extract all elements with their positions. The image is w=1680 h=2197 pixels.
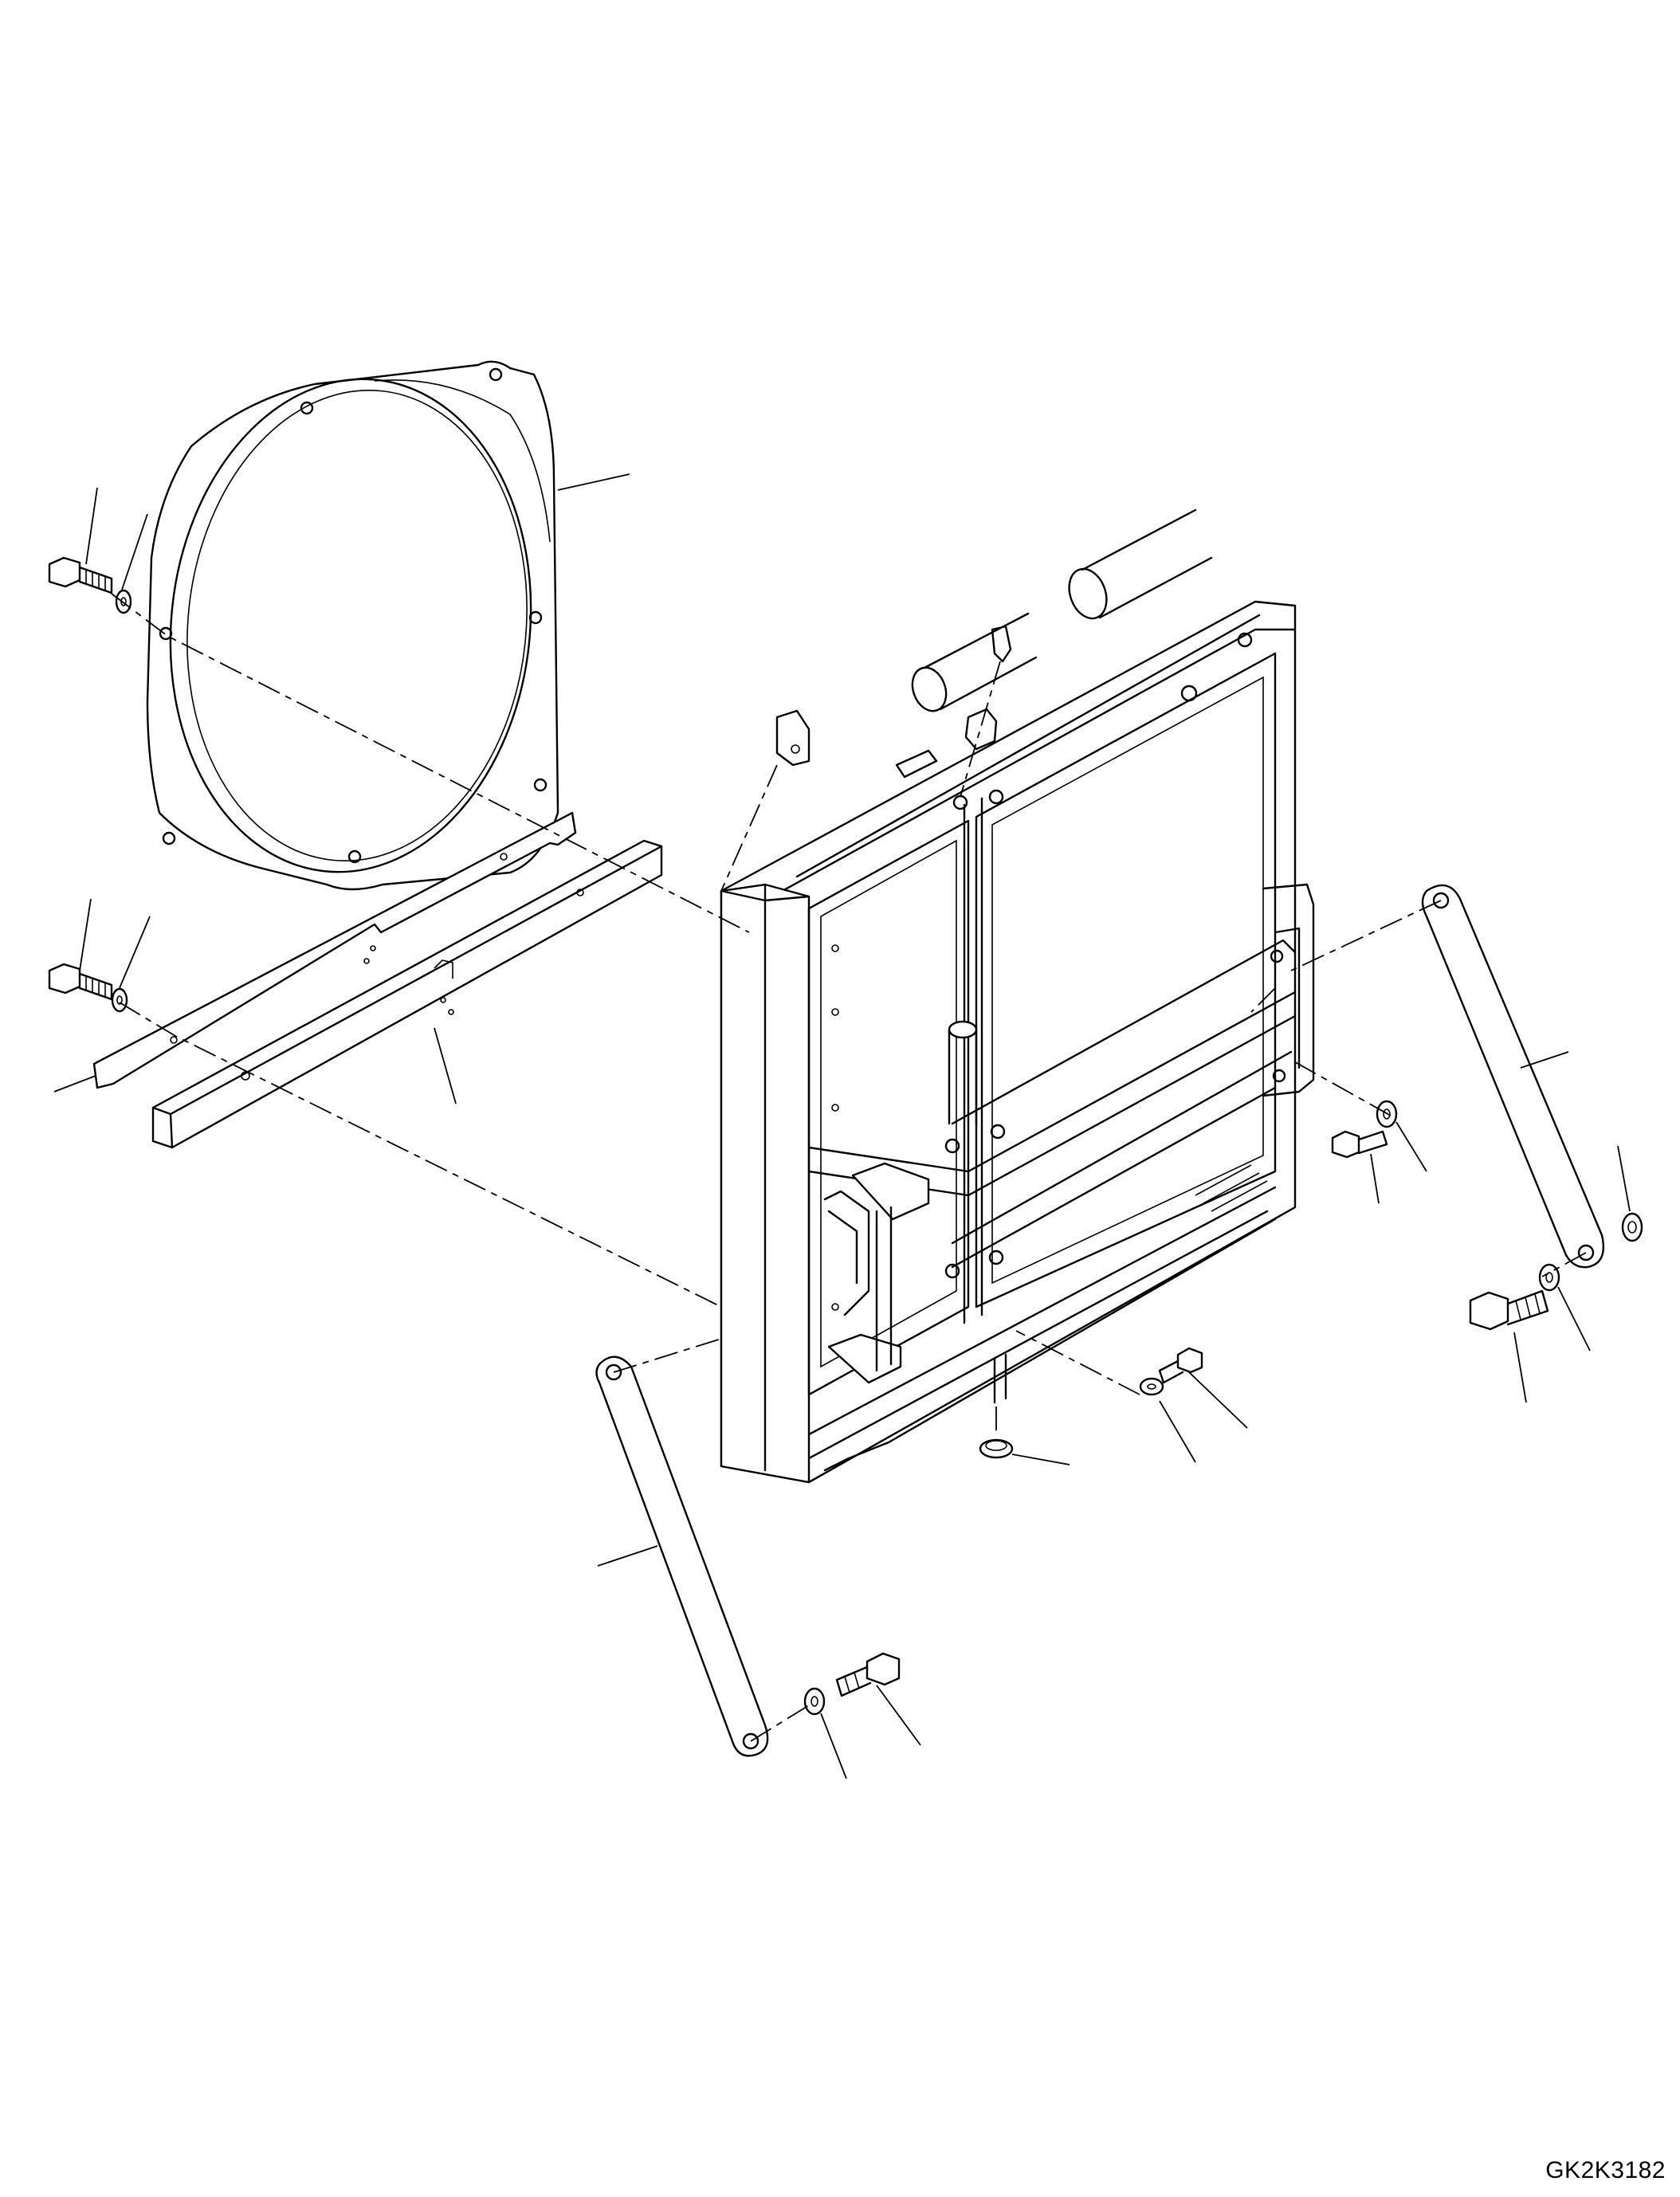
bolt-right-lower [1469, 1289, 1549, 1331]
leader-lines [53, 473, 1631, 1779]
washer-center-lower [1139, 1377, 1164, 1396]
washer-right-lower [1538, 1263, 1560, 1292]
radiator-assembly [720, 508, 1315, 1484]
fan-shroud-ring [146, 360, 559, 891]
bolt-bottom [835, 1652, 901, 1697]
hose-clamp [979, 1438, 1014, 1459]
nut-right-end [1621, 1212, 1643, 1242]
washer-top-left [115, 589, 132, 614]
drawing-id: GK2K3182 [1545, 2157, 1666, 2183]
bolt-right-upper [1331, 1130, 1388, 1159]
seal-bar [151, 839, 663, 1149]
washer-mid-left [111, 987, 128, 1013]
seal-strip [92, 811, 577, 1089]
bolt-center-lower [1158, 1347, 1203, 1384]
stay-rod-left [595, 1355, 769, 1757]
bolt-top-left [48, 556, 113, 594]
stay-rod-right [1421, 884, 1605, 1269]
bolt-mid-left [48, 963, 113, 1001]
washer-bottom [803, 1687, 826, 1716]
assembly-lines [111, 593, 1587, 1742]
